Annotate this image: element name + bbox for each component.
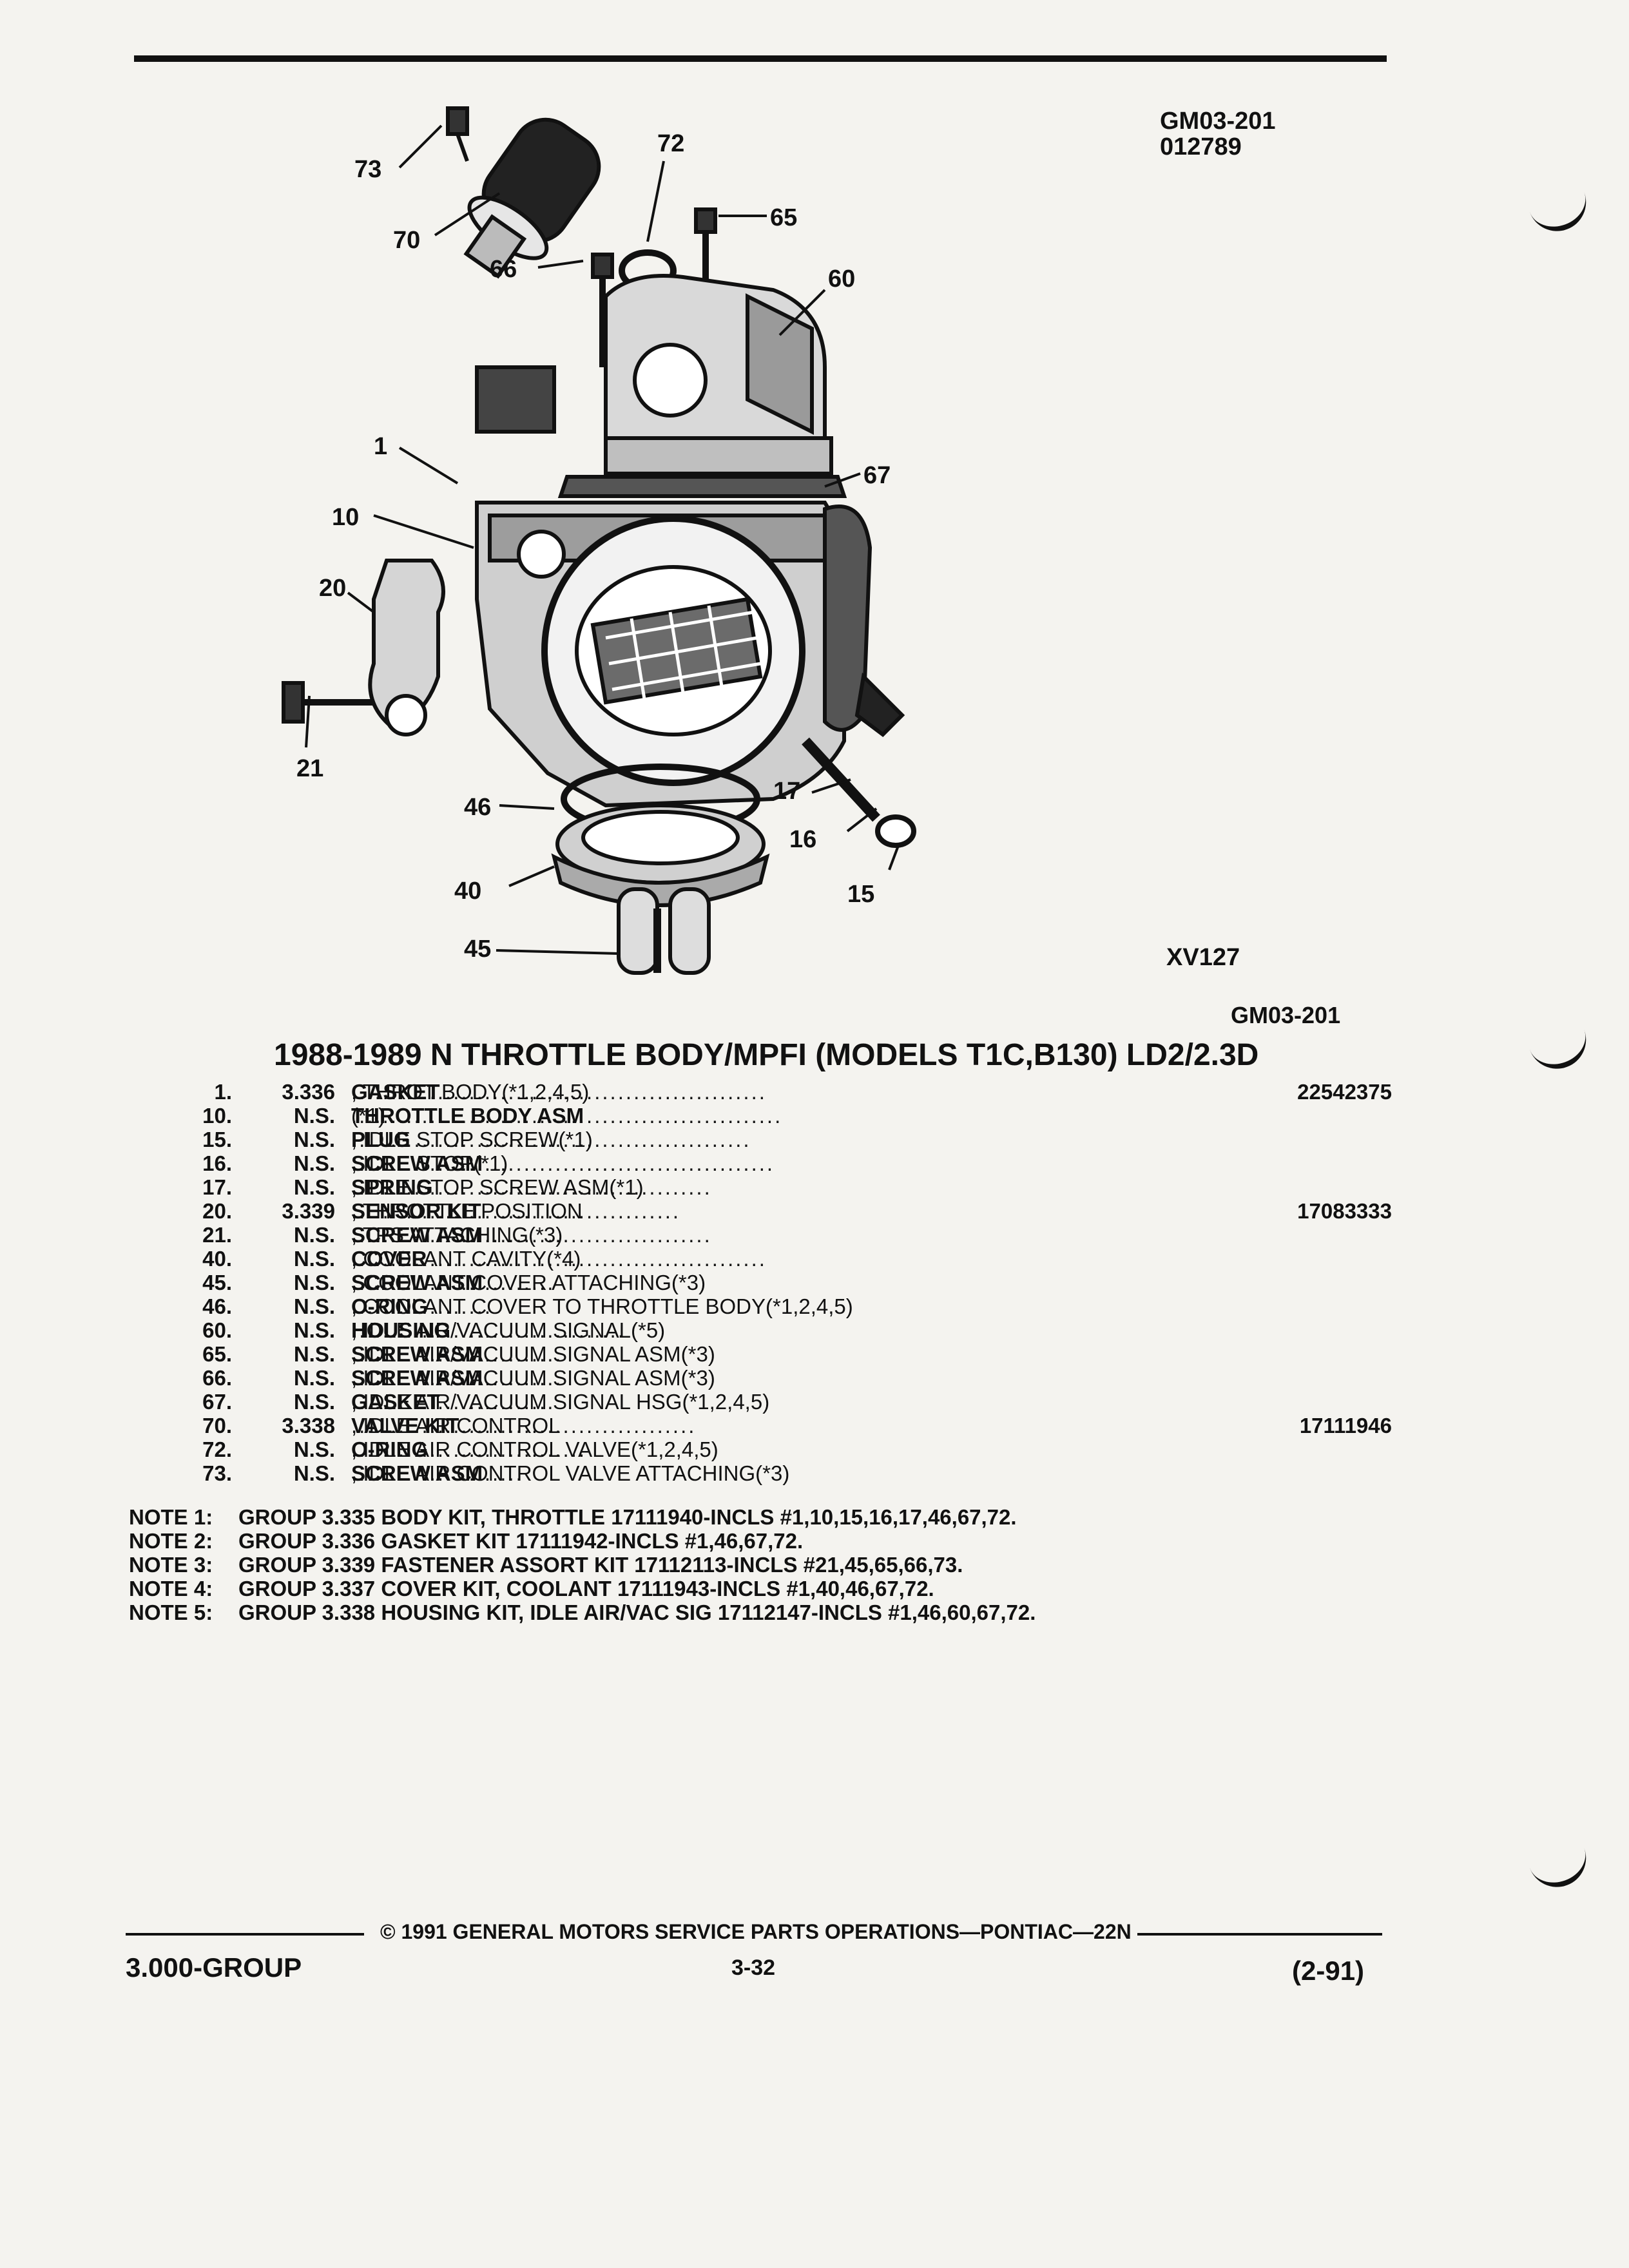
binder-ring-mark <box>1525 1015 1594 1077</box>
parts-list: 1. 3.336 GASKET , THROT BODY(*1,2,4,5) .… <box>148 1080 1392 1485</box>
catalog-code-line1: GM03-201 <box>1160 108 1276 135</box>
list-item: 20.3.339 SENSOR KIT , THROTTLE POSITION … <box>202 1199 1392 1223</box>
part-number: 17083333 <box>1297 1199 1392 1223</box>
footer-rule-left <box>126 1933 364 1936</box>
revision-date: (2-91) <box>1292 1956 1365 1986</box>
list-item: 65.N.S. SCREW ASM , IDLE AIR/VACUUM SIGN… <box>202 1342 715 1366</box>
callout-46: 46 <box>464 794 491 821</box>
callout-16: 16 <box>789 826 816 853</box>
list-item: 40.N.S. COVER , COOLANT CAVITY(*4) .....… <box>202 1247 767 1271</box>
part-number: 22542375 <box>1297 1080 1392 1104</box>
catalog-code: GM03-201 012789 <box>1160 108 1276 160</box>
list-item: 70.3.338 VALVE KIT , IDLE AIR CONTROL ..… <box>202 1414 1392 1437</box>
page-number: 3-32 <box>731 1956 776 1980</box>
callout-15: 15 <box>847 881 874 908</box>
group-label: 3.000-GROUP <box>126 1952 302 1983</box>
callout-65: 65 <box>770 204 797 231</box>
section-code: GM03-201 <box>1231 1002 1341 1028</box>
list-item: 16.N.S. SCREW ASM , IDLE STOP(*1) ......… <box>202 1151 775 1175</box>
part-number: 17111946 <box>1299 1414 1392 1437</box>
throttle-body-exploded-diagram: 73 72 65 70 66 60 1 67 10 20 21 46 17 16… <box>282 106 916 975</box>
callout-17: 17 <box>773 778 800 805</box>
list-item: 15.N.S. PLUG , IDLE STOP SCREW(*1) .....… <box>202 1128 751 1151</box>
callout-1: 1 <box>374 433 387 460</box>
binder-ring-mark <box>1525 178 1594 240</box>
footer-rule-right <box>1137 1933 1382 1936</box>
list-item: 1. 3.336 GASKET , THROT BODY(*1,2,4,5) .… <box>214 1080 1392 1104</box>
copyright-line: © 1991 GENERAL MOTORS SERVICE PARTS OPER… <box>380 1920 1132 1943</box>
list-item: 60.N.S. HOUSING , IDLE AIR/VACUUM SIGNAL… <box>202 1318 666 1342</box>
list-item: 10.N.S. THROTTLE BODY ASM (*1) .........… <box>202 1104 783 1128</box>
list-item: 67.N.S. GASKET , IDLE AIR/VACUUM SIGNAL … <box>202 1390 770 1414</box>
callout-66: 66 <box>490 256 517 283</box>
callout-10: 10 <box>332 504 359 531</box>
callout-45: 45 <box>464 936 491 963</box>
catalog-date-code: 012789 <box>1160 133 1242 160</box>
callout-70: 70 <box>393 227 420 254</box>
list-item: 72.N.S. O-RING , IDLE AIR CONTROL VALVE(… <box>202 1437 718 1461</box>
callout-72: 72 <box>657 130 684 157</box>
list-item: 45.N.S. SCREW ASM , COOLANT COVER ATTACH… <box>202 1271 706 1294</box>
top-rule <box>134 55 1387 62</box>
illustration-code: XV127 <box>1166 944 1240 971</box>
callout-73: 73 <box>354 156 381 183</box>
list-item: 21.N.S. SCREW ASM , TPS ATTACHING(*3) ..… <box>202 1223 712 1247</box>
page-title: 1988-1989 N THROTTLE BODY/MPFI (MODELS T… <box>274 1038 1259 1072</box>
list-item: 73.N.S. SCREW ASM , IDLE AIR CONTROL VAL… <box>202 1461 790 1485</box>
callout-20: 20 <box>319 575 346 602</box>
callout-67: 67 <box>863 462 891 489</box>
idle-air-control-valve <box>463 117 601 279</box>
list-item: 66.N.S. SCREW ASM , IDLE AIR/VACUUM SIGN… <box>202 1366 715 1390</box>
list-item: 46.N.S. O-RING , COOLANT COVER TO THROTT… <box>202 1294 853 1318</box>
list-item: 17.N.S. SPRING , IDLE STOP SCREW ASM(*1)… <box>202 1175 712 1199</box>
binder-ring-mark <box>1525 1834 1594 1896</box>
callout-60: 60 <box>828 265 855 293</box>
callout-21: 21 <box>296 755 323 782</box>
callout-40: 40 <box>454 878 481 905</box>
